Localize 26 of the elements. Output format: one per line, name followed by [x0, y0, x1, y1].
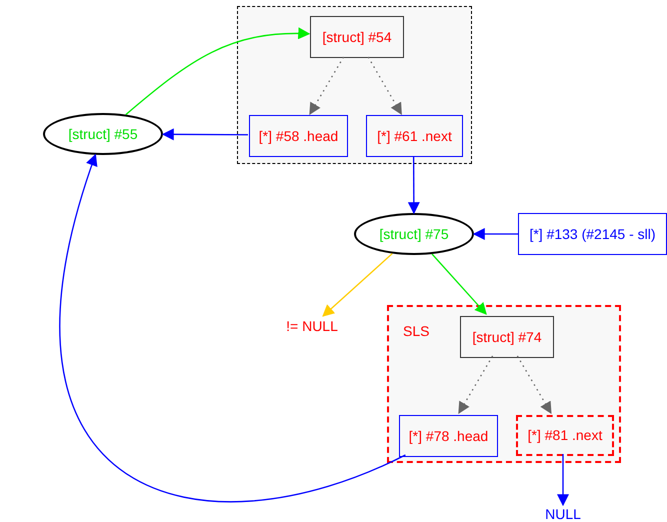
arrow [432, 254, 487, 315]
arrow [408, 156, 420, 214]
struct-ellipse: [struct] #55 [43, 113, 163, 155]
arrow [322, 253, 393, 317]
dotted-arrow [516, 356, 552, 414]
dotted-arrow [458, 356, 494, 414]
arrow [472, 228, 518, 240]
struct-box: [struct] #74 [460, 316, 554, 358]
cluster-label: SLS [403, 322, 430, 341]
null-check-label: != NULL [278, 316, 346, 336]
pointer-box: [*] #81 .next [516, 415, 614, 456]
pointer-box: [*] #133 (#2145 - sll) [518, 213, 667, 255]
dotted-arrow [309, 56, 344, 116]
pointer-box: [*] #58 .head [249, 115, 348, 157]
pointer-box: [*] #61 .next [366, 115, 463, 157]
struct-box: [struct] #54 [310, 16, 404, 58]
null-label: NULL [541, 505, 585, 522]
arrow [162, 128, 248, 140]
dotted-arrow [368, 56, 402, 116]
arrow [125, 28, 310, 116]
struct-ellipse: [struct] #75 [354, 213, 474, 255]
cluster-box [387, 305, 621, 463]
cluster-box [237, 6, 472, 164]
arrow [60, 154, 406, 502]
pointer-box: [*] #78 .head [399, 415, 498, 457]
arrow [557, 454, 569, 506]
